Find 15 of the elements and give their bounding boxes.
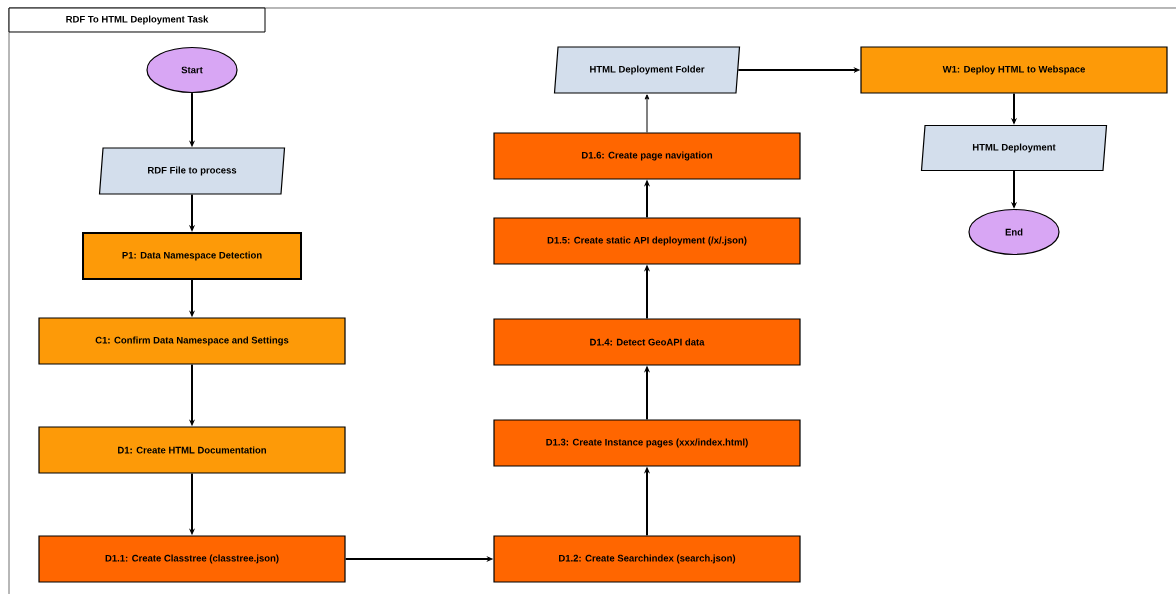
process-box: D1.4: Detect GeoAPI data: [493, 318, 801, 366]
data-parallelogram: RDF File to process: [98, 147, 286, 195]
process-box: P1: Data Namespace Detection: [82, 232, 302, 280]
title-tab: RDF To HTML Deployment Task: [8, 7, 266, 33]
process-box: D1.5: Create static API deployment (/x/.json): [493, 217, 801, 265]
process-box: D1.3: Create Instance pages (xxx/index.html): [493, 419, 801, 467]
process-box: C1: Confirm Data Namespace and Settings: [38, 317, 346, 365]
process-box: D1.1: Create Classtree (classtree.json): [38, 535, 346, 583]
process-box: D1.6: Create page navigation: [493, 132, 801, 180]
process-box: D1: Create HTML Documentation: [38, 426, 346, 474]
data-parallelogram: HTML Deployment: [920, 124, 1108, 172]
process-box: D1.2: Create Searchindex (search.json): [493, 535, 801, 583]
data-parallelogram: HTML Deployment Folder: [553, 46, 741, 94]
arrow: [644, 94, 650, 133]
process-box: W1: Deploy HTML to Webspace: [860, 46, 1168, 94]
